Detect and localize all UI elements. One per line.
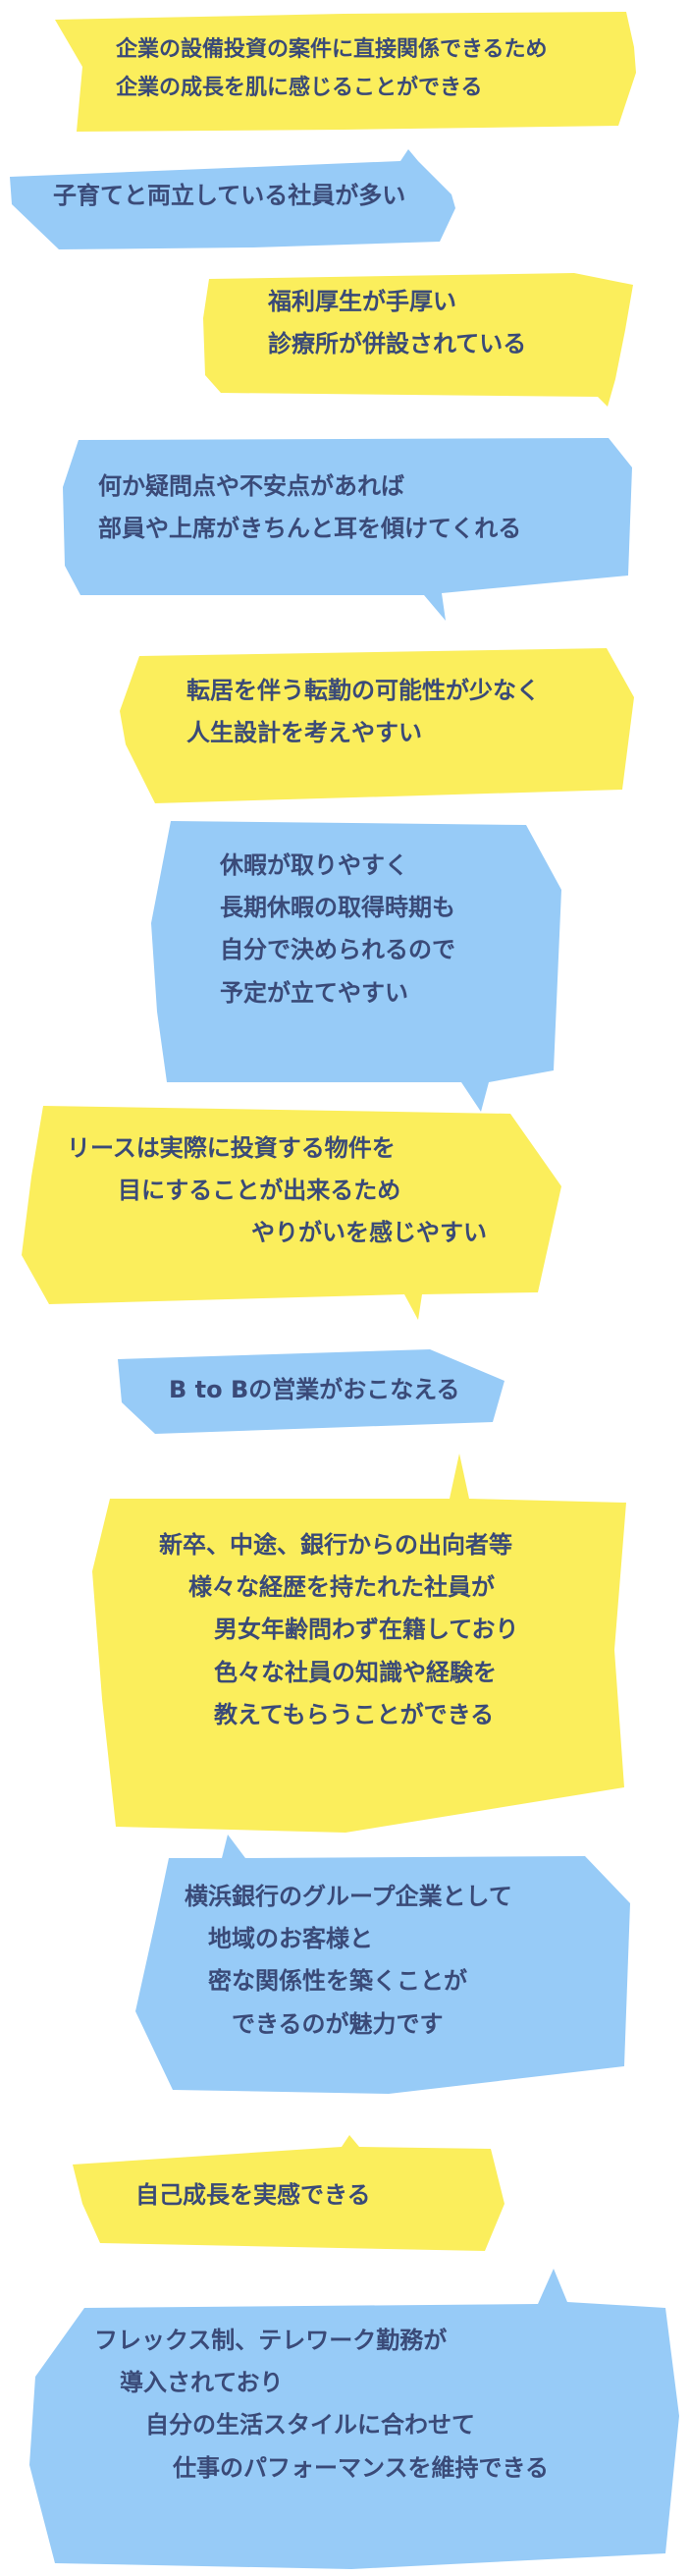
bubble-line: 様々な経歴を持たれた社員が: [188, 1573, 495, 1602]
speech-bubble-5: 転居を伴う転勤の可能性が少なく 人生設計を考えやすい: [116, 646, 638, 805]
bubble-line: 何か疑問点や不安点があれば: [98, 472, 404, 500]
bubble-text: フレックス制、テレワーク勤務が 導入されており 自分の生活スタイルに合わせて 仕…: [94, 2320, 673, 2490]
bubble-line: 予定が立てやすい: [220, 978, 408, 1007]
speech-bubble-1: 企業の設備投資の案件に直接関係できるため 企業の成長を肌に感じることができる: [49, 8, 638, 137]
bubble-shape: [120, 648, 634, 803]
bubble-line: 休暇が取りやすく: [220, 851, 408, 879]
bubble-line: B to Bの営業がおこなえる: [169, 1376, 460, 1403]
bubble-line: 福利厚生が手厚い: [268, 288, 456, 315]
speech-bubble-12: フレックス制、テレワーク勤務が 導入されており 自分の生活スタイルに合わせて 仕…: [27, 2269, 683, 2571]
bubble-line: 男女年齢問わず在籍しており: [214, 1616, 519, 1644]
bubble-line: 導入されており: [120, 2369, 284, 2397]
bubble-line: 自分で決められるので: [220, 936, 455, 964]
bubble-line: リースは実際に投資する物件を: [67, 1134, 396, 1162]
bubble-shape: [151, 821, 561, 1112]
bubble-text: 企業の設備投資の案件に直接関係できるため 企業の成長を肌に感じることができる: [116, 31, 548, 107]
speech-bubble-7: リースは実際に投資する物件を 目にすることが出来るため やりがいを感じやすい: [20, 1098, 569, 1322]
bubble-shape: [118, 1349, 504, 1434]
bubble-text: 何か疑問点や不安点があれば 部員や上席がきちんと耳を傾けてくれる: [98, 466, 521, 550]
speech-bubble-3: 福利厚生が手厚い 診療所が併設されている: [201, 259, 638, 409]
bubble-line: 長期休暇の取得時期も: [220, 894, 455, 922]
bubble-line: 企業の成長を肌に感じることができる: [116, 75, 483, 100]
speech-bubble-6: 休暇が取りやすく 長期休暇の取得時期も 自分で決められるので 予定が立てやすい: [147, 815, 569, 1116]
bubble-line: 横浜銀行のグループ企業として: [185, 1883, 512, 1910]
bubble-line: 目にすることが出来るため: [118, 1177, 401, 1205]
bubble-line: できるのが魅力です: [232, 2009, 444, 2038]
bubble-line: 色々な社員の知識や経験を: [214, 1658, 497, 1686]
bubble-line: フレックス制、テレワーク勤務が: [94, 2327, 448, 2354]
bubble-text: リースは実際に投資する物件を 目にすることが出来るため やりがいを感じやすい: [67, 1127, 557, 1255]
bubble-shape: [55, 12, 636, 132]
speech-bubble-9: 新卒、中途、銀行からの出向者等 様々な経歴を持たれた社員が 男女年齢問わず在籍し…: [90, 1453, 632, 1835]
speech-bubble-11: 自己成長を実感できる: [71, 2135, 508, 2253]
bubble-line: 仕事のパフォーマンスを維持できる: [173, 2453, 550, 2482]
bubble-line: 部員や上席がきちんと耳を傾けてくれる: [98, 515, 522, 543]
bubble-shape: [63, 438, 632, 621]
bubble-line: 転居を伴う転勤の可能性が少なく: [186, 677, 540, 704]
bubble-line: 地域のお客様と: [208, 1925, 373, 1953]
bubble-shape: [73, 2135, 504, 2251]
bubble-line: 子育てと両立している社員が多い: [53, 182, 406, 209]
bubble-text: 横浜銀行のグループ企業として 地域のお客様と 密な関係性を築くことが できるのが…: [185, 1876, 512, 2046]
bubble-line: 自己成長を実感できる: [135, 2181, 371, 2209]
bubble-text: B to Bの営業がおこなえる: [169, 1369, 460, 1411]
bubble-line: 教えてもらうことができる: [214, 1700, 495, 1728]
bubble-text: 子育てと両立している社員が多い: [53, 175, 405, 217]
bubble-text: 新卒、中途、銀行からの出向者等 様々な経歴を持たれた社員が 男女年齢問わず在籍し…: [159, 1524, 620, 1736]
speech-bubble-2: 子育てと両立している社員が多い: [8, 147, 459, 251]
bubble-line: 企業の設備投資の案件に直接関係できるため: [116, 37, 548, 62]
bubble-shape: [203, 273, 633, 407]
bubble-text: 転居を伴う転勤の可能性が少なく 人生設計を考えやすい: [186, 670, 540, 754]
bubble-line: やりがいを感じやすい: [251, 1219, 487, 1247]
bubble-shape: [10, 149, 455, 249]
bubble-shape: [92, 1453, 626, 1833]
speech-bubble-10: 横浜銀行のグループ企業として 地域のお客様と 密な関係性を築くことが できるのが…: [133, 1835, 634, 2100]
bubble-text: 福利厚生が手厚い 診療所が併設されている: [268, 281, 526, 365]
speech-bubble-4: 何か疑問点や不安点があれば 部員や上席がきちんと耳を傾けてくれる: [59, 428, 638, 625]
bubble-line: 新卒、中途、銀行からの出向者等: [159, 1531, 512, 1559]
bubble-shape: [135, 1835, 630, 2094]
bubble-line: 人生設計を考えやすい: [186, 719, 422, 747]
bubble-line: 診療所が併設されている: [268, 330, 527, 358]
bubble-line: 自分の生活スタイルに合わせて: [145, 2411, 475, 2439]
speech-bubble-8: B to Bの営業がおこなえる: [116, 1345, 508, 1438]
bubble-shape: [22, 1106, 561, 1320]
bubble-shape: [29, 2269, 679, 2569]
bubble-text: 自己成長を実感できる: [135, 2174, 371, 2217]
bubble-line: 密な関係性を築くことが: [208, 1967, 467, 1996]
bubble-text: 休暇が取りやすく 長期休暇の取得時期も 自分で決められるので 予定が立てやすい: [220, 845, 455, 1014]
